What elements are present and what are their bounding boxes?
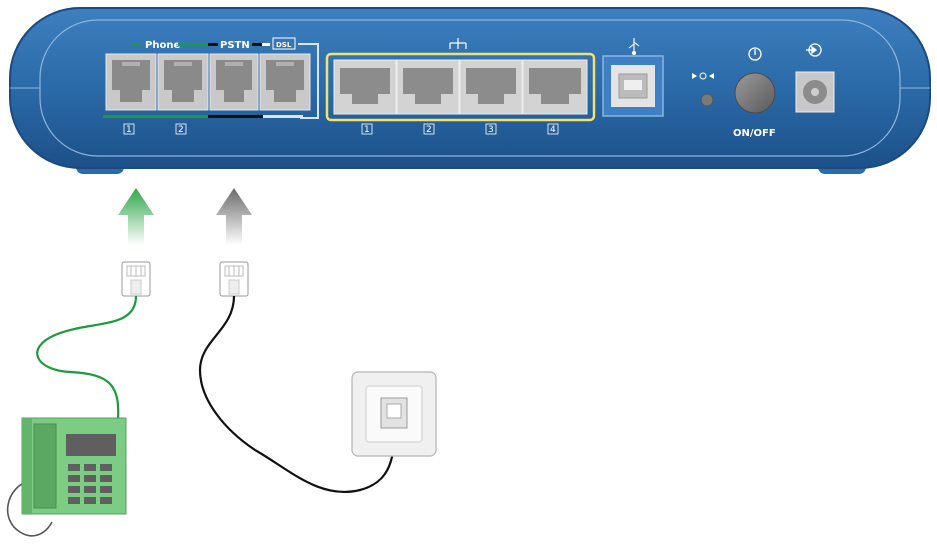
lan-port-number-4: 4 [550,125,556,135]
green-arrow [118,188,154,245]
lan-port-4[interactable] [522,59,588,115]
telephone-keypad [68,464,112,504]
lan-port-number-1: 1 [364,125,370,135]
rj11-port-2[interactable] [157,53,209,111]
pstn-port-bar [208,115,263,118]
onoff-label: ON/OFF [733,128,776,139]
pstn-label: PSTN [220,40,250,51]
network-icon [449,38,467,49]
lan-port-1[interactable] [333,59,397,115]
pstn-cable [198,295,397,493]
dsl-port[interactable] [259,53,311,111]
reset-icon [692,72,714,80]
power-jack[interactable] [795,71,835,113]
phone-port-number-2: 2 [178,125,184,135]
phone-port-bar [103,115,208,118]
router: Phone PSTN DSL [9,7,931,169]
gray-arrow [216,188,252,245]
reset-button[interactable] [700,93,714,107]
lan-port-number-3: 3 [488,125,494,135]
power-input-icon [806,43,822,57]
pstn-plug [219,261,249,297]
phone-label: Phone [145,40,180,51]
dsl-port-bar [263,115,303,118]
rj11-port-1[interactable] [105,53,157,111]
lan-port-3[interactable] [459,59,523,115]
wall-socket [351,371,437,457]
phone-cable [36,295,138,421]
usb-icon [628,38,640,56]
power-icon [748,47,762,61]
dsl-label: DSL [276,41,292,49]
lan-port-number-2: 2 [426,125,432,135]
telephone [6,417,127,537]
phone-port-number-1: 1 [126,125,132,135]
power-button[interactable] [734,72,776,114]
dsl-badge [272,37,296,50]
pstn-port[interactable] [209,53,259,111]
usb-port[interactable] [602,55,664,117]
lan-port-2[interactable] [396,59,460,115]
lan-port-group [325,52,596,122]
phone-plug [121,261,151,297]
